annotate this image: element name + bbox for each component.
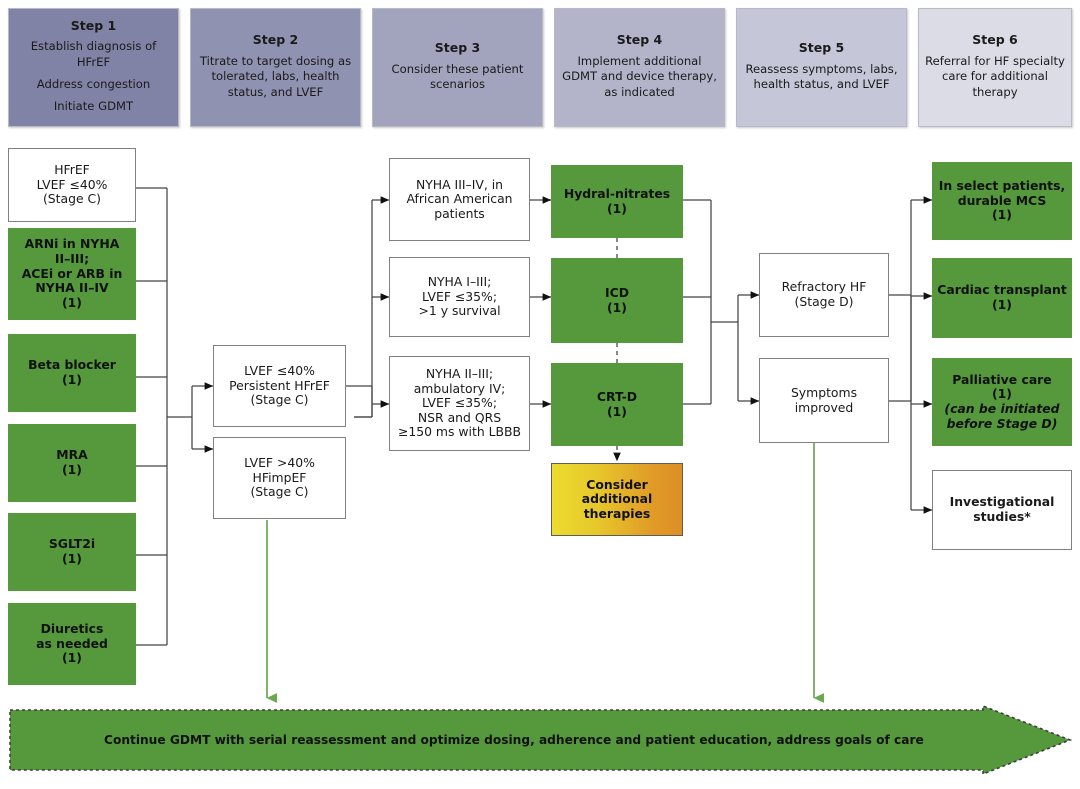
node-sglt2i[interactable]: SGLT2i(1)	[8, 513, 136, 591]
step-header-3: Step 3 Consider these patient scenarios	[372, 8, 543, 127]
step-header-2: Step 2 Titrate to target dosing as toler…	[190, 8, 361, 127]
step-description: Implement additional GDMT and device the…	[561, 54, 718, 100]
node-durable-mcs[interactable]: In select patients,durable MCS(1)	[932, 162, 1072, 240]
node-palliative-care-label: Palliative care(1)	[952, 371, 1052, 402]
step-title: Step 6	[972, 32, 1018, 48]
step-title: Step 4	[616, 32, 663, 48]
step-title: Step 3	[434, 39, 481, 55]
banner-arrow-shape	[9, 704, 1072, 776]
step-description: Consider these patient scenarios	[379, 62, 536, 93]
step-title: Step 1	[70, 17, 117, 33]
node-cardiac-transplant[interactable]: Cardiac transplant(1)	[932, 258, 1072, 338]
step-desc-line: Referral for HF specialty care for addit…	[925, 53, 1065, 99]
node-mra[interactable]: MRA(1)	[8, 424, 136, 502]
node-hfimpef[interactable]: LVEF >40%HFimpEF(Stage C)	[213, 437, 346, 519]
node-beta-blocker[interactable]: Beta blocker(1)	[8, 334, 136, 412]
node-scenario-crtd[interactable]: NYHA II–III;ambulatory IV;LVEF ≤35%;NSR …	[389, 356, 530, 451]
step-header-5: Step 5 Reassess symptoms, labs, health s…	[736, 8, 907, 127]
step-desc-line: Address congestion	[36, 76, 151, 91]
step-desc-line: Implement additional GDMT and device the…	[562, 53, 717, 99]
node-icd[interactable]: ICD(1)	[551, 258, 683, 343]
step-header-4: Step 4 Implement additional GDMT and dev…	[554, 8, 725, 127]
node-persistent-hfref[interactable]: LVEF ≤40%Persistent HFrEF(Stage C)	[213, 345, 346, 427]
step-description: Titrate to target dosing as tolerated, l…	[197, 54, 354, 100]
step-title: Step 5	[798, 39, 845, 55]
step-title: Step 2	[252, 32, 299, 48]
step-desc-line: Consider these patient scenarios	[391, 61, 524, 91]
step-description: Establish diagnosis of HFrEF Address con…	[15, 39, 172, 114]
node-crt-d[interactable]: CRT-D(1)	[551, 363, 683, 446]
continue-gdmt-banner: Continue GDMT with serial reassessment a…	[8, 704, 1072, 776]
step-desc-line: Titrate to target dosing as tolerated, l…	[199, 53, 352, 99]
node-refractory-hf[interactable]: Refractory HF(Stage D)	[759, 253, 889, 337]
step-description: Reassess symptoms, labs, health status, …	[743, 62, 900, 93]
node-scenario-icd[interactable]: NYHA I–III;LVEF ≤35%;>1 y survival	[389, 257, 530, 337]
step-desc-line: Initiate GDMT	[53, 99, 134, 114]
step-desc-line: Reassess symptoms, labs, health status, …	[745, 61, 898, 91]
step-header-1: Step 1 Establish diagnosis of HFrEF Addr…	[8, 8, 179, 127]
step-description: Referral for HF specialty care for addit…	[925, 54, 1065, 100]
step-header-6: Step 6 Referral for HF specialty care fo…	[918, 8, 1072, 127]
step-desc-line: Establish diagnosis of HFrEF	[30, 39, 157, 69]
node-hydral-nitrates[interactable]: Hydral-nitrates(1)	[551, 165, 683, 238]
